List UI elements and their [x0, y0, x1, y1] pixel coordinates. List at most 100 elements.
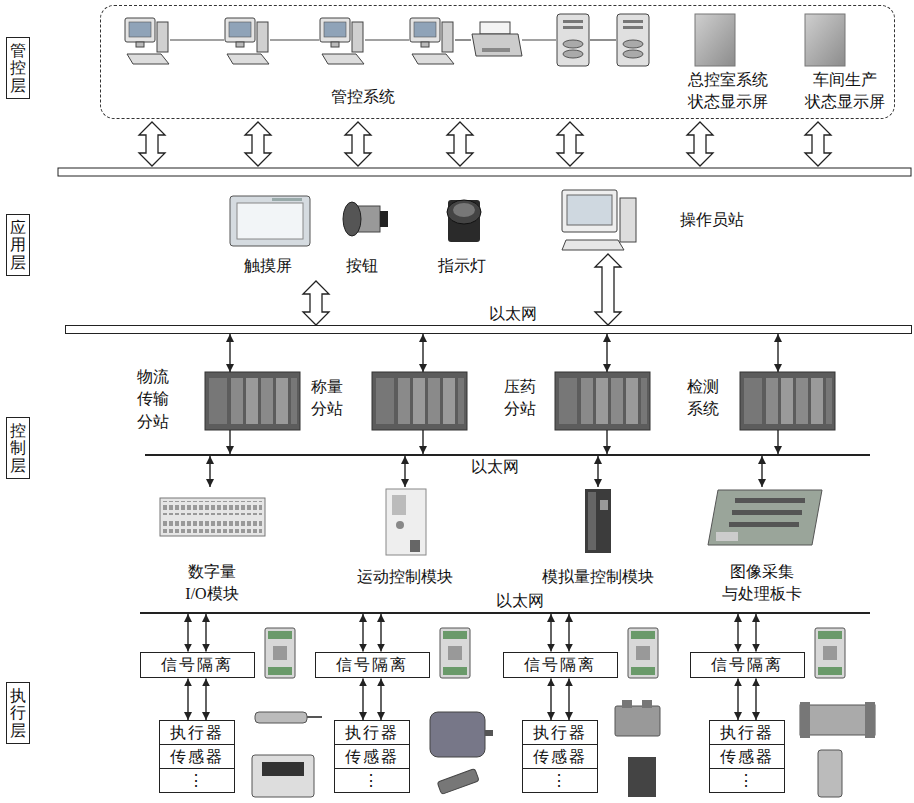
hmi-device: 指示灯	[430, 193, 496, 281]
drive-image	[628, 757, 656, 797]
button-icon	[343, 202, 388, 236]
signal-arrow	[777, 430, 778, 454]
operator-station-text: 操作员站	[678, 210, 746, 231]
signal-arrow	[380, 614, 381, 652]
ethernet-line: 以太网	[145, 454, 870, 456]
computer-icon	[125, 18, 169, 64]
computer-icon	[410, 18, 454, 64]
plc-rack	[740, 372, 835, 430]
plc-station: 压药 分站	[555, 372, 650, 430]
actuator-sensor-stack-text: 传感器	[523, 745, 597, 769]
signal-arrow	[606, 334, 607, 372]
signal-arrow	[209, 456, 210, 487]
operator-station: 操作员站	[555, 186, 645, 254]
signal-arrow	[550, 678, 551, 720]
layer-label: 控制层	[6, 417, 30, 480]
display-screen	[695, 14, 735, 66]
image-card-image	[708, 490, 822, 545]
actuator-sensor-stack-text: 传感器	[335, 745, 409, 769]
io-module: 模拟量控制模块	[580, 487, 616, 553]
signal-arrow	[568, 614, 569, 652]
layer-label-text: 控制层	[10, 422, 26, 475]
signal-arrow	[777, 334, 778, 372]
sensor-image	[818, 750, 842, 797]
bus-link-arrow	[595, 254, 621, 325]
actuator-sensor-stack-text: 传感器	[710, 745, 784, 769]
layer-label-text: 管控层	[10, 42, 26, 95]
isolator-box: 信号隔离	[503, 652, 618, 679]
signal-arrow	[187, 678, 188, 720]
layer-label: 管控层	[6, 37, 30, 100]
computer-icon	[225, 18, 269, 64]
bus-bar	[58, 168, 911, 176]
motion-module-image	[386, 489, 426, 555]
actuator-sensor-stack-text: 执行器	[335, 721, 409, 745]
isolator-box: 信号隔离	[140, 652, 255, 679]
io-module-text: 模拟量控制模块	[540, 567, 656, 588]
actuator-sensor-stack-text: ⋮	[160, 769, 234, 792]
isolator-box-text: 信号隔离	[161, 655, 234, 676]
hmi-device-text: 按钮	[344, 256, 380, 277]
signal-arrow	[362, 614, 363, 652]
actuator-sensor-stack: 执行器传感器⋮	[334, 720, 410, 793]
plc-station-text: 称量 分站	[305, 376, 349, 421]
actuator-sensor-stack: 执行器传感器⋮	[159, 720, 235, 793]
signal-arrow	[404, 456, 405, 487]
operator-station-icon	[562, 190, 636, 250]
plc-rack	[555, 372, 650, 430]
signal-arrow	[606, 430, 607, 454]
isolator-box-text: 信号隔离	[711, 655, 784, 676]
signal-arrow	[205, 678, 206, 720]
touchscreen-icon	[230, 196, 310, 246]
signal-arrow	[737, 678, 738, 720]
actuator-sensor-stack-text: ⋮	[523, 769, 597, 792]
io-module: 数字量 I/O模块	[158, 487, 268, 537]
valve-image	[615, 700, 660, 736]
isolator-box: 信号隔离	[690, 652, 805, 679]
io-module-text: 运动控制模块	[355, 567, 455, 588]
actuator-sensor-stack-text: 传感器	[160, 745, 234, 769]
signal-arrow	[229, 334, 230, 372]
plc-station: 物流 传输 分站	[205, 372, 300, 430]
analog-module-image	[585, 489, 611, 553]
signal-arrow	[755, 614, 756, 652]
actuator-sensor-stack-text: 执行器	[710, 721, 784, 745]
bus-link-arrow	[303, 281, 329, 325]
plc-station-text: 压药 分站	[498, 376, 542, 421]
meter-image	[252, 755, 314, 797]
ethernet-line-text: 以太网	[494, 591, 546, 612]
ethernet-bus-text: 以太网	[487, 304, 539, 325]
bus-link-arrows	[139, 122, 831, 166]
digital-io-module-image	[160, 498, 265, 536]
actuator-sensor-stack-text: ⋮	[335, 769, 409, 792]
server-icon	[617, 14, 649, 66]
signal-arrow	[229, 430, 230, 454]
display-screen	[805, 14, 845, 66]
layer-label: 应用层	[6, 214, 30, 277]
plc-station: 检测 系统	[740, 372, 835, 430]
cylinder-image	[255, 712, 322, 723]
hmi-device: 触摸屏	[226, 193, 322, 281]
signal-arrow	[761, 456, 762, 487]
signal-arrow	[755, 678, 756, 720]
actuator-sensor-stack-text: ⋮	[710, 769, 784, 792]
hmi-device-text: 指示灯	[436, 256, 488, 277]
actuator-sensor-stack-text: 执行器	[160, 721, 234, 745]
signal-arrow	[422, 430, 423, 454]
proximity-sensor-image	[437, 769, 479, 795]
io-module: 运动控制模块	[382, 487, 430, 557]
actuator-sensor-stack-text: 执行器	[523, 721, 597, 745]
isolator-image	[815, 628, 845, 678]
plc-station: 称量 分站	[372, 372, 467, 430]
plc-rack	[205, 372, 300, 430]
signal-arrow	[550, 614, 551, 652]
signal-arrow	[737, 614, 738, 652]
system-region-text: 管控系统	[329, 87, 397, 108]
io-module-text: 图像采集 与处理板卡	[716, 561, 808, 606]
plc-station-text: 检测 系统	[681, 376, 725, 421]
printer-icon	[472, 22, 522, 56]
io-module: 图像采集 与处理板卡	[708, 487, 824, 547]
isolator-image	[628, 628, 658, 678]
plc-station-text: 物流 传输 分站	[131, 366, 175, 433]
signal-arrow	[422, 334, 423, 372]
